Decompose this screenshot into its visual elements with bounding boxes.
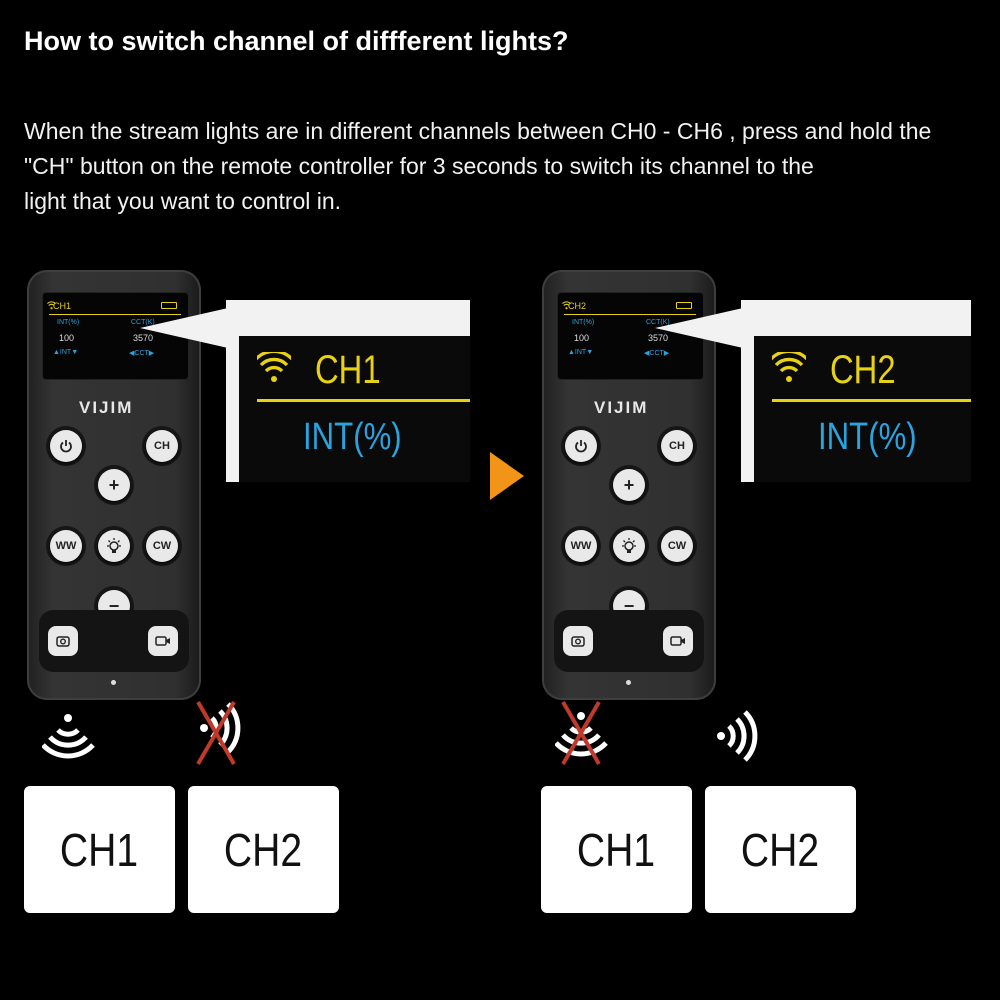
wifi-signal-icon	[772, 352, 806, 382]
camera-icon	[571, 636, 585, 647]
screen-int-arrows: ▲INT▼	[568, 349, 594, 356]
power-icon	[575, 440, 587, 453]
video-button[interactable]	[663, 626, 693, 656]
wifi-signal-icon	[257, 352, 291, 382]
wifi-signal-icon	[562, 301, 571, 310]
channel-label: CH2	[224, 823, 303, 876]
plus-button[interactable]: +	[613, 469, 645, 501]
battery-icon	[676, 302, 692, 309]
remote-controller: CH1 INT(%) CCT(K) 100 3570 ▲INT▼ ◀CCT▶ V…	[27, 270, 201, 700]
zoomed-screen: CH1 INT(%)	[239, 336, 470, 482]
zoomed-screen: CH2 INT(%)	[754, 336, 971, 482]
screen-int-value: 100	[59, 333, 75, 343]
screen-int-arrows: ▲INT▼	[53, 349, 79, 356]
indicator-dot	[111, 680, 116, 685]
camera-icon	[56, 636, 70, 647]
screen-zoom-callout: CH1 INT(%)	[226, 300, 470, 482]
brand-logo: VIJIM	[79, 398, 134, 417]
panel-after: CH2 INT(%) CCT(K) 100 3570 ▲INT▼ ◀CCT▶ V…	[515, 268, 985, 968]
ch-button[interactable]: CH	[146, 430, 178, 462]
zoom-channel: CH2	[830, 348, 896, 392]
screen-cct-arrows: ◀CCT▶	[129, 350, 155, 357]
wifi-signal-icon	[47, 301, 56, 310]
remote-screen: CH1 INT(%) CCT(K) 100 3570 ▲INT▼ ◀CCT▶	[42, 292, 189, 380]
light-channel-card: CH1	[541, 786, 692, 913]
instructions-line: "CH" button on the remote controller for…	[24, 153, 814, 179]
indicator-dot	[626, 680, 631, 685]
cw-button[interactable]: CW	[661, 530, 693, 562]
video-icon	[670, 636, 685, 646]
blocked-signal-icon	[555, 700, 608, 766]
zoom-int-label: INT(%)	[303, 416, 402, 458]
zoom-divider	[257, 399, 470, 402]
panel-before: CH1 INT(%) CCT(K) 100 3570 ▲INT▼ ◀CCT▶ V…	[0, 268, 470, 968]
screen-channel: CH2	[568, 301, 587, 311]
screen-cct-label: CCT(K)	[646, 319, 670, 326]
plus-button[interactable]: +	[98, 469, 130, 501]
screen-cct-label: CCT(K)	[131, 319, 155, 326]
bulb-icon	[622, 538, 636, 553]
ww-button[interactable]: WW	[565, 530, 597, 562]
channel-label: CH2	[741, 823, 820, 876]
screen-int-label: INT(%)	[572, 319, 595, 326]
arrow-right-icon	[490, 452, 524, 500]
power-button[interactable]	[50, 430, 82, 462]
brand-logo: VIJIM	[594, 398, 649, 417]
zoom-connector	[655, 308, 743, 348]
screen-divider	[564, 314, 696, 315]
zoom-int-label: INT(%)	[818, 416, 917, 458]
screen-zoom-callout: CH2 INT(%)	[741, 300, 971, 482]
screen-cct-arrows: ◀CCT▶	[644, 350, 670, 357]
zoom-divider	[772, 399, 971, 402]
cw-button[interactable]: CW	[146, 530, 178, 562]
video-icon	[155, 636, 170, 646]
channel-label: CH1	[577, 823, 656, 876]
instructions: When the stream lights are in different …	[24, 114, 964, 219]
light-channel-card: CH1	[24, 786, 175, 913]
zoom-channel: CH1	[315, 348, 381, 392]
wifi-signal-icon	[717, 710, 758, 762]
ch-button[interactable]: CH	[661, 430, 693, 462]
screen-channel: CH1	[53, 301, 72, 311]
remote-screen: CH2 INT(%) CCT(K) 100 3570 ▲INT▼ ◀CCT▶	[557, 292, 704, 380]
light-button[interactable]	[98, 530, 130, 562]
instructions-line: When the stream lights are in different …	[24, 118, 932, 144]
photo-button[interactable]	[48, 626, 78, 656]
blocked-signal-icon	[196, 700, 241, 766]
video-button[interactable]	[148, 626, 178, 656]
power-button[interactable]	[565, 430, 597, 462]
screen-divider	[49, 314, 181, 315]
ww-button[interactable]: WW	[50, 530, 82, 562]
screen-cct-value: 3570	[133, 333, 154, 343]
light-button[interactable]	[613, 530, 645, 562]
channel-label: CH1	[60, 823, 139, 876]
light-channel-card: CH2	[188, 786, 339, 913]
screen-int-value: 100	[574, 333, 590, 343]
zoom-connector	[140, 308, 228, 348]
bulb-icon	[107, 538, 121, 553]
screen-int-label: INT(%)	[57, 319, 80, 326]
wifi-signal-icon	[42, 714, 95, 759]
screen-cct-value: 3570	[648, 333, 669, 343]
page-title: How to switch channel of diffferent ligh…	[24, 26, 569, 56]
power-icon	[60, 440, 72, 453]
battery-icon	[161, 302, 177, 309]
light-channel-card: CH2	[705, 786, 856, 913]
instructions-line: light that you want to control in.	[24, 188, 342, 214]
photo-button[interactable]	[563, 626, 593, 656]
remote-controller: CH2 INT(%) CCT(K) 100 3570 ▲INT▼ ◀CCT▶ V…	[542, 270, 716, 700]
